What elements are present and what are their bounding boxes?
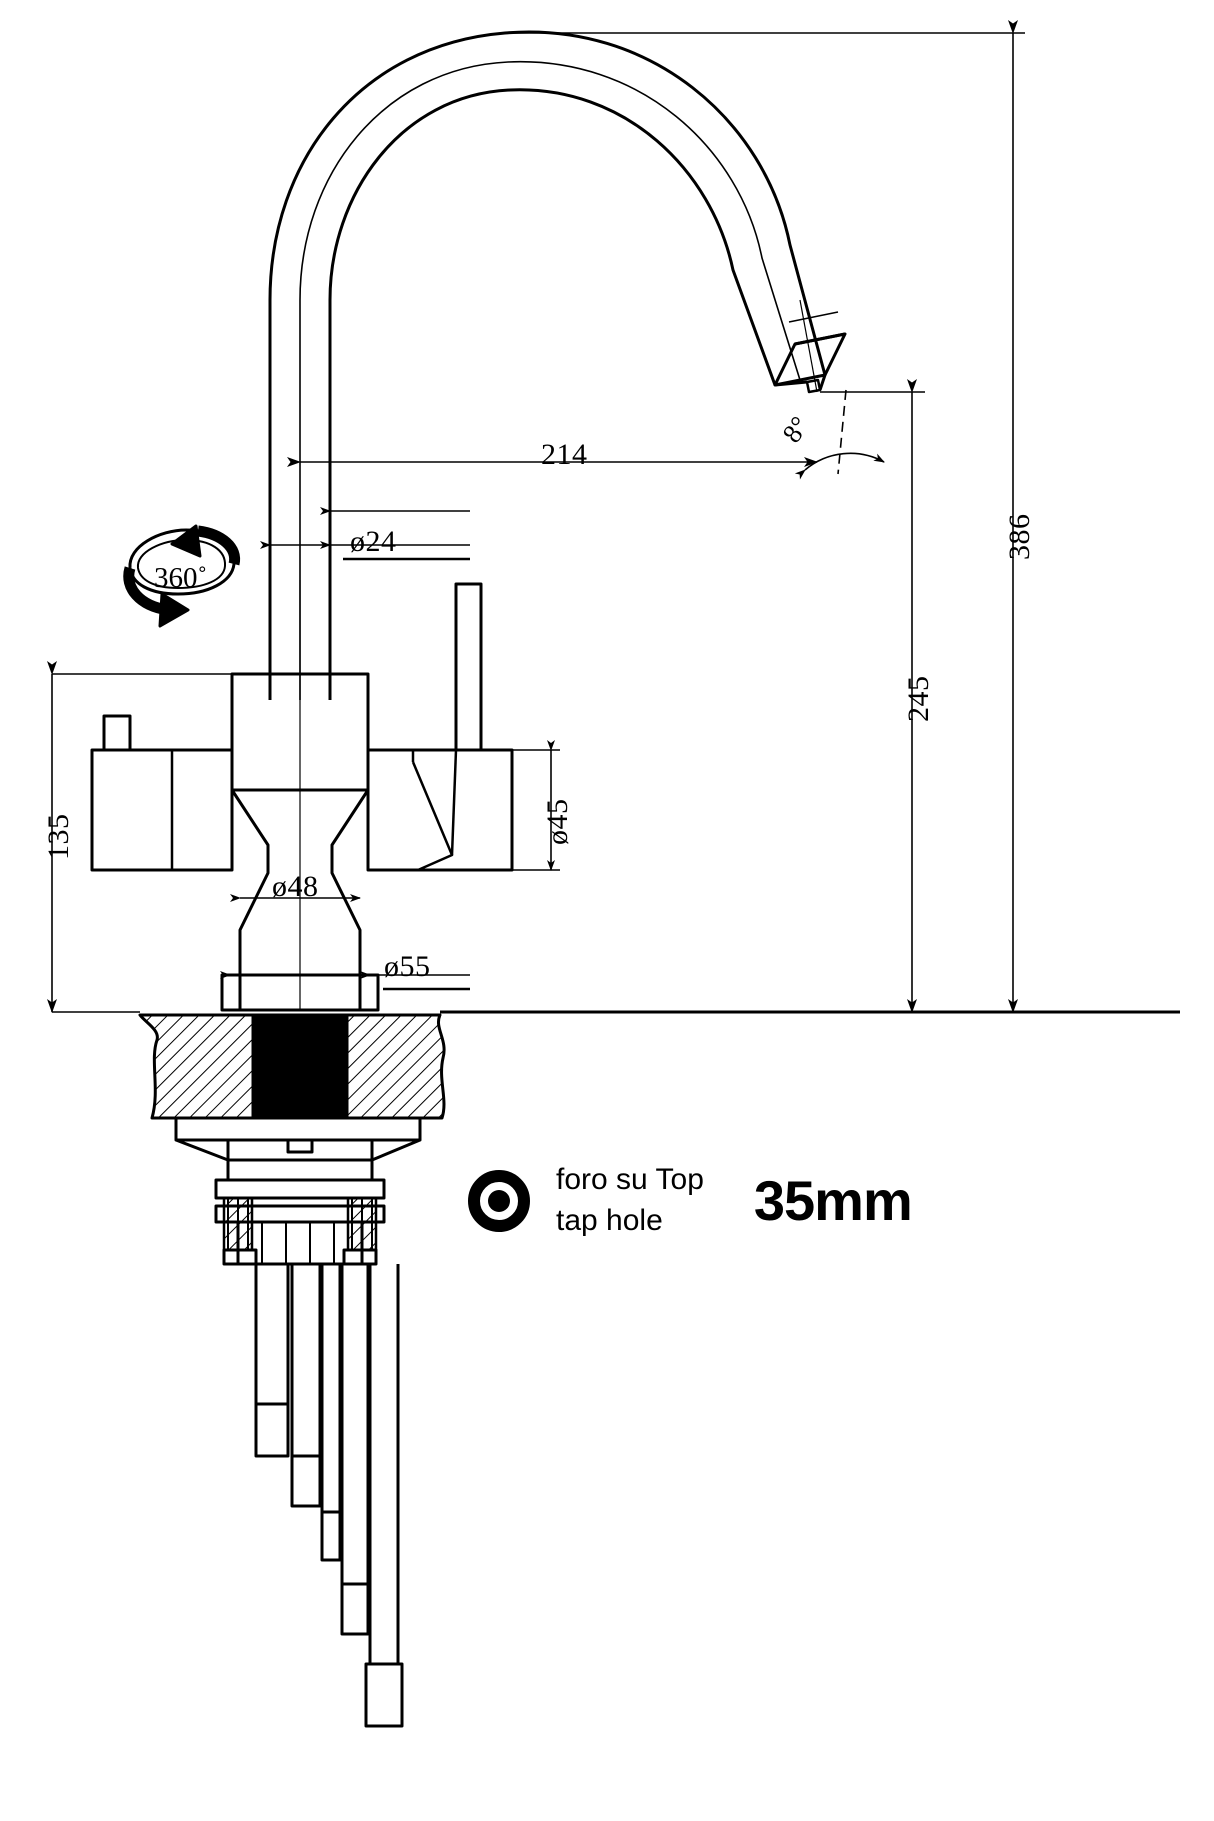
dimension-handle-cap-diameter: ø45: [541, 798, 574, 846]
dimension-spout-height: 245: [902, 675, 935, 723]
tap-hole-label-it: foro su Top: [556, 1163, 704, 1196]
dimension-spout-tube-diameter: ø24: [350, 525, 397, 558]
tap-hole-text-block: foro su Top tap hole: [556, 1160, 704, 1241]
dimension-overall-height: 386: [1003, 513, 1036, 561]
tap-hole-callout: foro su Top tap hole 35mm: [468, 1160, 913, 1241]
dimension-base-flange-diameter: ø55: [384, 950, 431, 983]
tap-hole-label-en: tap hole: [556, 1203, 663, 1237]
dimension-spout-reach: 214: [541, 438, 588, 471]
tap-hole-size: 35mm: [753, 1168, 913, 1232]
tap-hole-target-icon: [468, 1169, 530, 1232]
rotation-360-label: 360˚: [154, 562, 208, 594]
dimension-body-height: 135: [42, 813, 75, 861]
dimension-column-diameter: ø48: [272, 870, 319, 903]
